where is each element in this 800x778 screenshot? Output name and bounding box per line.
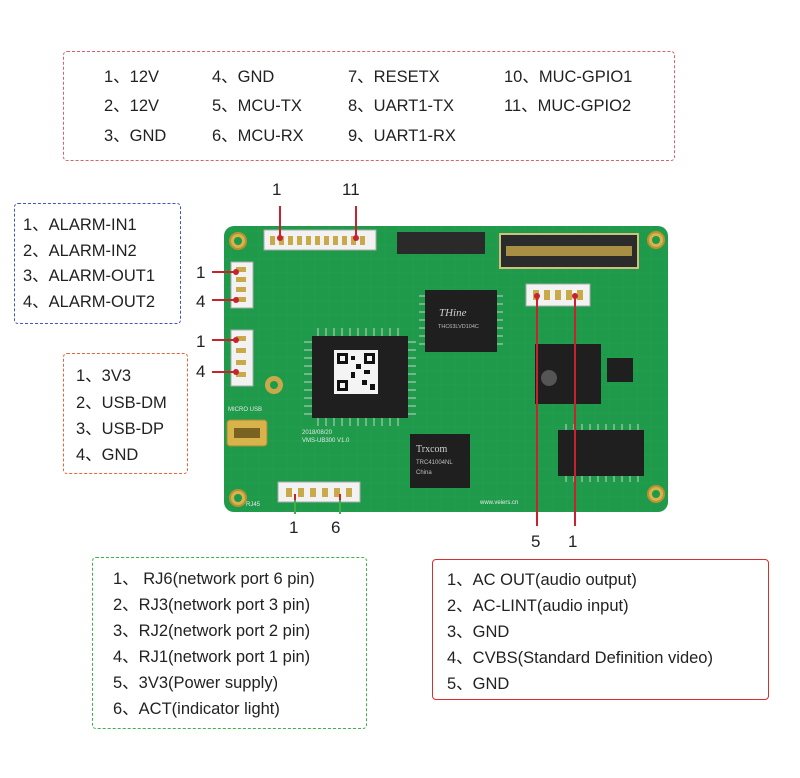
thine-part-text: THC63LVD104C [438,324,479,330]
top-ic [397,232,485,254]
pin-label: 2、ALARM-IN2 [23,242,137,260]
main-connector-pinout-box: 1、12V 2、12V 3、GND 4、GND 5、MCU-TX 6、MCU-R… [63,51,675,161]
silk-board-name: VMS-UB300 V1.0 [302,438,350,444]
connector-pin-label: 1 [272,180,282,199]
pin-label: 1、12V [104,68,160,86]
pin-label: 6、MCU-RX [212,127,304,145]
pin-label: 2、RJ3(network port 3 pin) [113,596,311,614]
connector-pin-label: 4 [196,292,206,311]
pin-label: 5、MCU-TX [212,97,302,115]
small-ic [607,358,633,382]
trxcom-origin-text: China [416,470,432,476]
silk-rj45: RJ45 [246,502,261,508]
alarm-pinout-box: 1、ALARM-IN1 2、ALARM-IN2 3、ALARM-OUT1 4、A… [14,203,181,324]
pin-label: 6、ACT(indicator light) [113,700,280,718]
silk-website: www.veiers.cn [479,500,518,506]
connector-pin-label: 1 [568,532,578,551]
trxcom-text: Trxcom [416,444,448,455]
pin-label: 3、RJ2(network port 2 pin) [113,622,311,640]
trxcom-part-text: TRC41004NL [416,460,453,466]
pin-label: 4、RJ1(network port 1 pin) [113,648,311,666]
audio-video-pinout-box: 1、AC OUT(audio output) 2、AC-LINT(audio i… [432,559,769,700]
pin-label: 3、USB-DP [76,420,165,438]
pin-label: 10、MUC-GPIO1 [504,68,633,86]
pin-label: 3、GND [104,127,167,145]
connector-pin-label: 1 [196,263,206,282]
connector-pin-label: 6 [331,518,341,537]
thine-logo-text: THine [439,307,467,319]
pin-label: 4、GND [212,68,275,86]
connector-pin-label: 4 [196,362,206,381]
pin-label: 1、ALARM-IN1 [23,216,137,234]
connector-pin-label: 11 [342,180,360,199]
network-transformer-chip [410,434,470,488]
thine-chip [425,290,497,352]
pin-label: 1、3V3 [76,367,132,385]
pin-label: 4、GND [76,446,139,464]
pin-label: 2、USB-DM [76,394,167,412]
connector-pin-label: 5 [531,532,541,551]
pin-label: 1、AC OUT(audio output) [447,571,637,589]
pin-label: 2、12V [104,97,160,115]
pin-label: 2、AC-LINT(audio input) [447,597,629,615]
pin-label: 3、GND [447,623,510,641]
pin-label: 3、ALARM-OUT1 [23,267,156,285]
pin-label: 9、UART1-RX [348,127,456,145]
silk-board-date: 2018/08/20 [302,430,333,436]
silk-micro-usb: MICRO USB [228,407,262,413]
pin-label: 5、3V3(Power supply) [113,674,279,692]
pin-label: 11、MUC-GPIO2 [504,97,632,115]
connector-pin-label: 1 [196,332,206,351]
memory-chip [558,430,644,476]
pin-label: 8、UART1-TX [348,97,455,115]
pin-label: 5、GND [447,675,510,693]
pin-label: 4、ALARM-OUT2 [23,293,156,311]
pin-label: 7、RESETX [348,68,440,86]
connector-pin-label: 1 [289,518,299,537]
pin-label: 1、 RJ6(network port 6 pin) [113,570,315,588]
pin-label: 4、CVBS(Standard Definition video) [447,649,713,667]
usb-pinout-box: 1、3V3 2、USB-DM 3、USB-DP 4、GND [63,353,188,474]
network-pinout-box: 1、 RJ6(network port 6 pin) 2、RJ3(network… [92,557,367,729]
